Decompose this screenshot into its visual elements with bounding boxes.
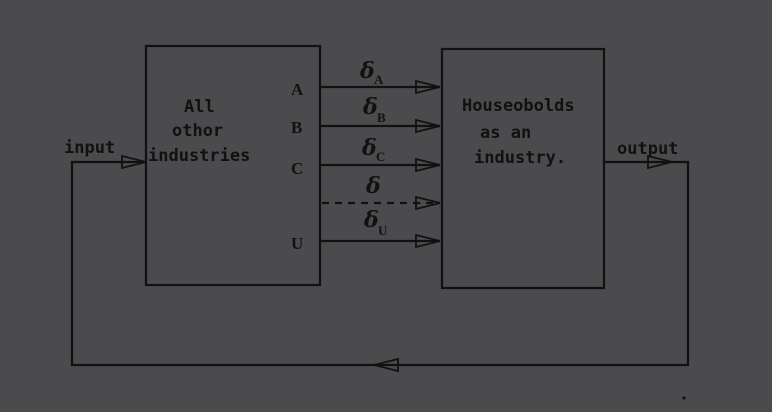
flow-subscript-c: C [376,149,385,164]
right-box-line-1: Houseobolds [462,96,575,116]
left-box-line-1: All [184,97,215,117]
port-label-a: A [291,80,304,99]
flow-subscript-a: A [374,72,384,87]
output-arrowhead [647,154,673,170]
input-label: input [64,138,115,158]
port-label-c: C [291,159,303,178]
flow-subscript-u: U [378,223,388,238]
input-arrowhead [121,154,147,170]
flow-symbol-b: δ [362,94,378,120]
flow-arrowhead-b [415,118,441,134]
flow-arrowhead-dashed [415,195,441,211]
flow-symbol-a: δ [359,58,375,84]
flow-symbol-u: δ [363,207,379,233]
right-box-line-3: industry. [474,148,566,168]
port-label-b: B [291,118,302,137]
flow-symbol-c: δ [361,135,377,161]
flow-arrowhead-c [415,157,441,173]
output-label: output [617,139,678,159]
feedback-loop-line [70,160,690,367]
left-box-line-2: othor [172,121,223,141]
port-label-u: U [291,234,303,253]
flow-arrowhead-a [415,79,441,95]
flow-symbol-dashed: δ [365,173,381,199]
flow-subscript-b: B [377,110,386,125]
left-box-line-3: industries [148,146,250,166]
households-industry-box [440,47,606,290]
return-arrowhead [373,357,399,373]
flow-arrowhead-u [415,233,441,249]
all-other-industries-box [144,44,322,287]
speck-dot [682,396,686,400]
right-box-line-2: as an [480,123,531,143]
